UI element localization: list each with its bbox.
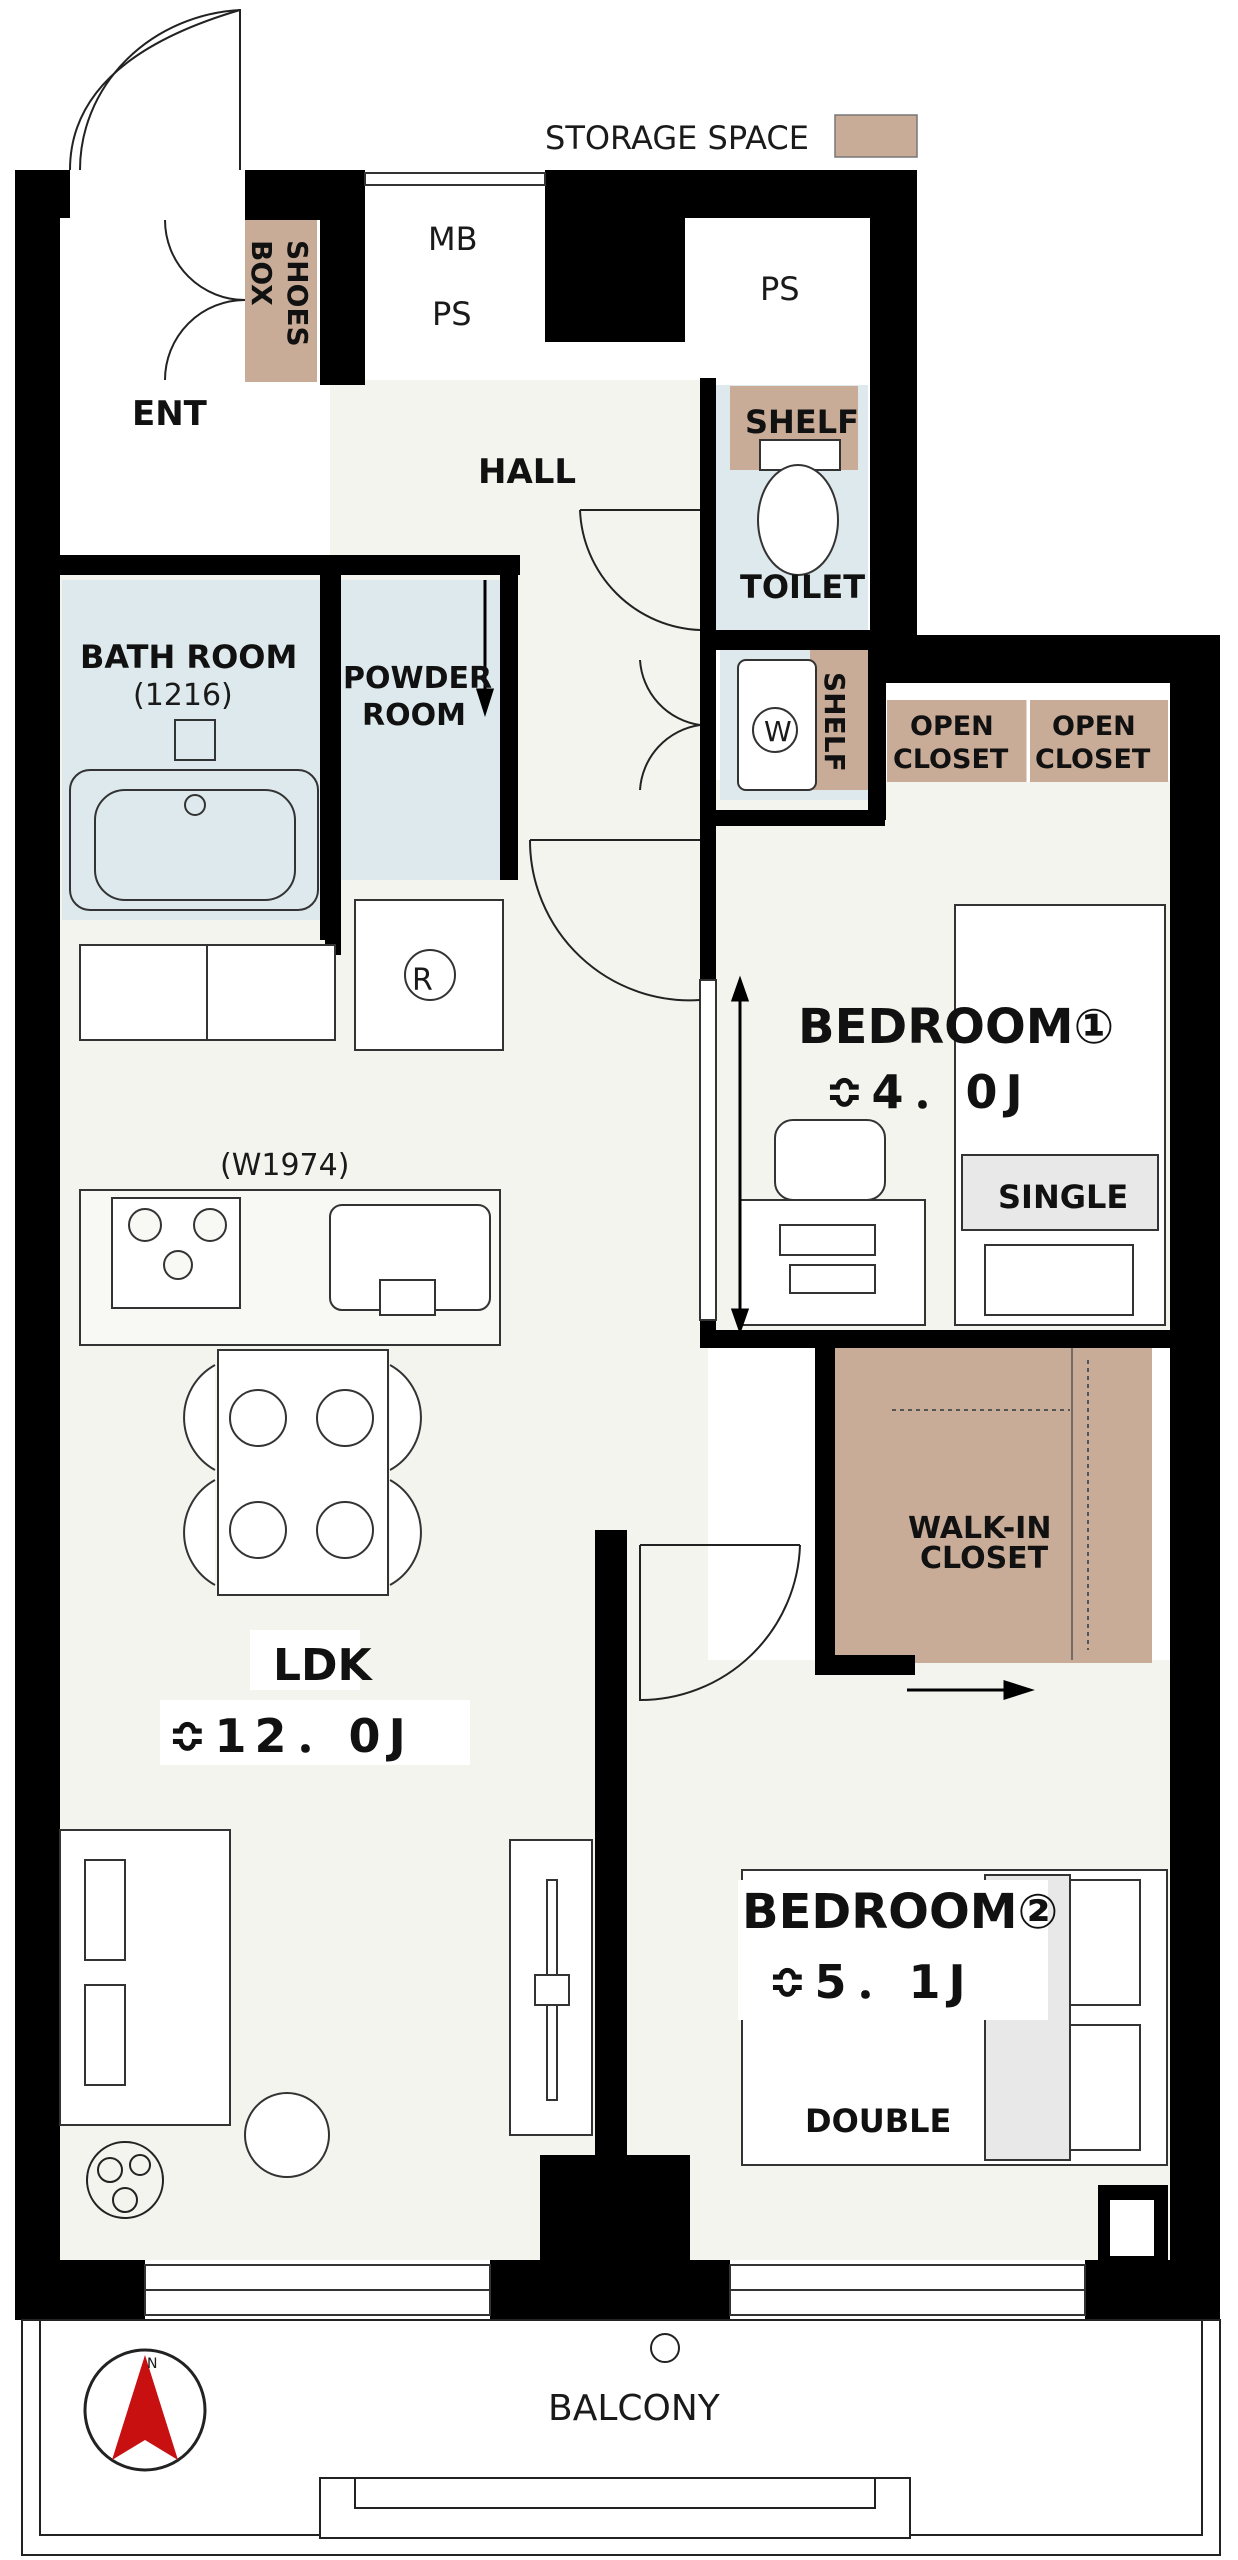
label-ps-right: PS [760, 270, 800, 308]
label-hall: HALL [478, 452, 576, 492]
label-ldk-area: ≎12．0J [168, 1709, 414, 1763]
label-bath-size: (1216) [133, 678, 233, 713]
label-open-closet-1a: OPEN [910, 711, 994, 742]
label-shelf-powder: SHELF [818, 672, 851, 772]
washer-fixture [737, 659, 817, 791]
label-walkin: WALK-IN [908, 1511, 1051, 1546]
label-single: SINGLE [998, 1178, 1128, 1216]
label-bath: BATH ROOM [80, 638, 297, 676]
bathtub [69, 719, 319, 911]
balcony-outline [21, 2319, 1221, 2556]
label-open-closet-2b: CLOSET [1035, 744, 1151, 775]
label-bedroom1-area: ≎4．0J [825, 1065, 1031, 1119]
windows [144, 172, 1086, 2316]
kitchen-counter [79, 1189, 501, 1346]
label-open-closet-1b: CLOSET [893, 744, 1009, 775]
doors [69, 8, 801, 1702]
label-fridge: R [412, 963, 433, 998]
label-bedroom1: BEDROOM① [798, 999, 1114, 1055]
label-powder: POWDER [343, 661, 492, 696]
label-room: ROOM [362, 698, 466, 733]
label-washer: W [764, 715, 792, 748]
walls [15, 170, 1220, 2320]
desk [739, 1119, 926, 1326]
fridge-fixture [354, 899, 504, 1051]
compass-icon [83, 2348, 207, 2472]
label-kitchen-width: (W1974) [220, 1148, 349, 1183]
label-bedroom2-area: ≎5．1J [768, 1955, 974, 2009]
label-balcony: BALCONY [548, 2388, 721, 2429]
label-closet: CLOSET [920, 1541, 1049, 1576]
label-ps-left: PS [432, 295, 472, 333]
label-box: BOX [245, 240, 278, 306]
slide-arrows [475, 580, 1035, 1701]
label-double: DOUBLE [805, 2102, 951, 2140]
single-bed [954, 904, 1166, 1326]
label-ent: ENT [132, 394, 208, 434]
toilet-fixture [757, 439, 841, 576]
tv-stand [509, 1839, 593, 2136]
legend-label: STORAGE SPACE [545, 119, 809, 157]
legend-swatch [834, 114, 918, 158]
label-ldk: LDK [273, 1640, 374, 1691]
cabinets [79, 944, 336, 1041]
sofa [59, 1829, 330, 2178]
labels: STORAGE SPACE ENT SHOES BOX MB PS PS HAL… [80, 119, 1151, 2429]
label-bedroom2: BEDROOM② [742, 1884, 1058, 1940]
label-shoes: SHOES [281, 240, 314, 347]
label-toilet: TOILET [740, 568, 865, 606]
storage-areas [245, 220, 1168, 1663]
compass-north: N [147, 2356, 157, 2372]
plant [86, 2141, 164, 2219]
label-mb: MB [428, 220, 478, 258]
dining-set [183, 1349, 422, 1596]
label-shelf-toilet: SHELF [745, 403, 859, 441]
label-open-closet-2a: OPEN [1052, 711, 1136, 742]
